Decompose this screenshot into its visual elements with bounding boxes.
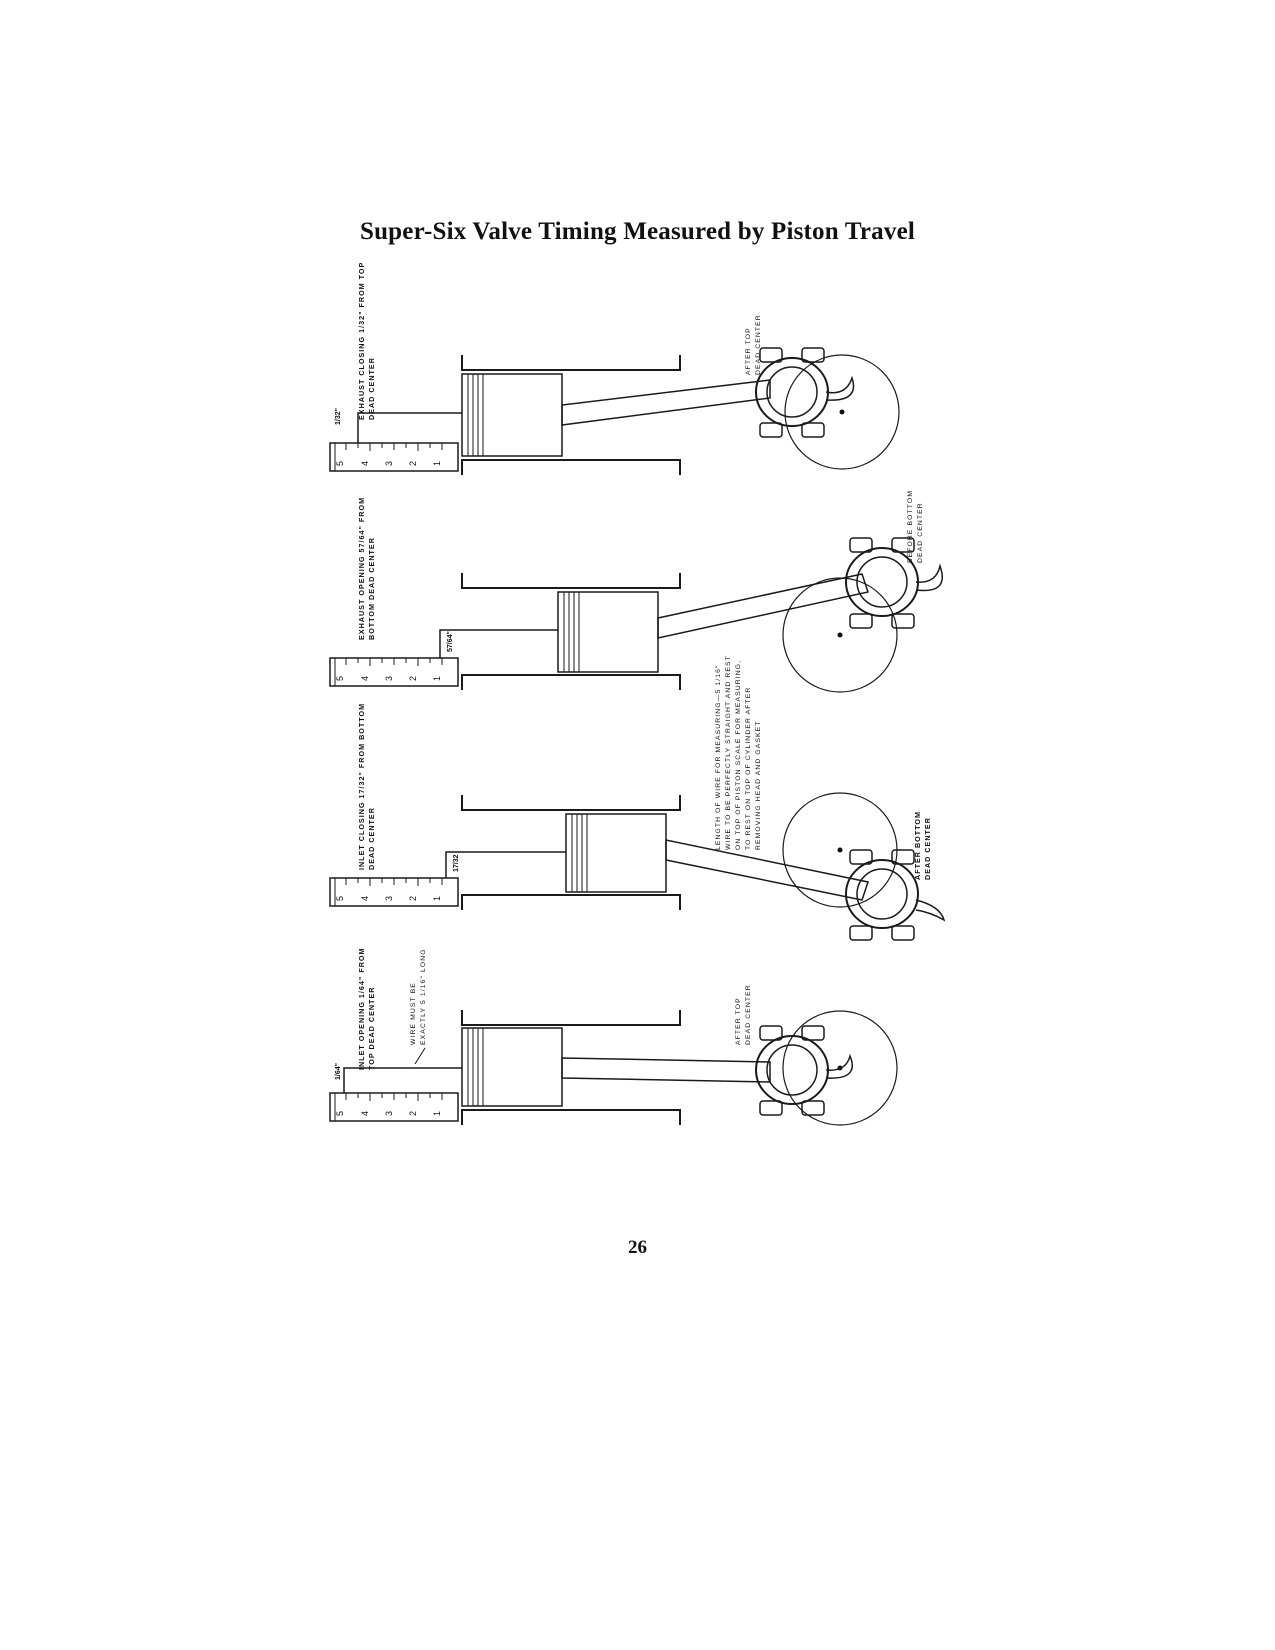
scale-num-3: 3 bbox=[384, 1111, 394, 1116]
gauge-fraction: 1/64" bbox=[335, 1063, 342, 1080]
scale-num-4: 4 bbox=[360, 676, 370, 681]
crank-position-label: BEFORE BOTTOM bbox=[907, 490, 914, 563]
scale-num-2: 2 bbox=[408, 896, 418, 901]
piston-scale: 5 4 3 2 1 bbox=[329, 657, 459, 687]
scale-num-2: 2 bbox=[408, 461, 418, 466]
measuring-wire bbox=[343, 1067, 462, 1093]
measuring-wire bbox=[357, 412, 462, 443]
timing-caption-line2: BOTTOM DEAD CENTER bbox=[367, 537, 376, 640]
scale-num-1: 1 bbox=[432, 896, 442, 901]
diagram-exhaust-opening: 5 4 3 2 1 57/64" bbox=[329, 490, 943, 693]
scale-num-5: 5 bbox=[335, 896, 345, 901]
piston-scale: 5 4 3 2 1 bbox=[329, 877, 459, 907]
cylinder bbox=[461, 795, 681, 910]
piston bbox=[461, 373, 563, 457]
diagram-inlet-closing: 5 4 3 2 1 17/32 bbox=[329, 703, 946, 941]
wire-must-line2: EXACTLY 5 1/16" LONG bbox=[420, 948, 427, 1045]
piston bbox=[557, 591, 659, 673]
crank-position-label-line2: DEAD CENTER bbox=[745, 984, 752, 1045]
wire-note-line4: TO REST ON TOP OF CYLINDER AFTER bbox=[745, 687, 752, 850]
scale-num-1: 1 bbox=[432, 676, 442, 681]
crank-circle bbox=[784, 354, 900, 470]
page-number: 26 bbox=[628, 1237, 647, 1258]
timing-caption-line2: TOP DEAD CENTER bbox=[367, 987, 376, 1070]
scale-num-5: 5 bbox=[335, 1111, 345, 1116]
scale-num-1: 1 bbox=[432, 461, 442, 466]
crank-position-label: AFTER BOTTOM bbox=[913, 811, 922, 880]
scale-num-3: 3 bbox=[384, 461, 394, 466]
wire-note-line2: WIRE TO BE PERFECTLY STRAIGHT AND REST bbox=[725, 655, 732, 850]
crank-position-label-line2: DEAD CENTER bbox=[755, 314, 762, 375]
gauge-fraction: 1/32" bbox=[335, 408, 342, 425]
crank-center bbox=[837, 632, 843, 638]
crank-position-label-line2: DEAD CENTER bbox=[917, 502, 924, 563]
rod-big-end bbox=[845, 537, 943, 629]
timing-caption-line2: DEAD CENTER bbox=[367, 807, 376, 870]
scale-num-3: 3 bbox=[384, 896, 394, 901]
wire-must-line1: WIRE MUST BE bbox=[410, 982, 417, 1045]
measuring-wire bbox=[445, 851, 566, 878]
connecting-rod bbox=[561, 379, 771, 426]
scale-num-4: 4 bbox=[360, 1111, 370, 1116]
piston bbox=[461, 1027, 563, 1107]
crank-circle bbox=[782, 1010, 898, 1126]
scale-num-3: 3 bbox=[384, 676, 394, 681]
gauge-fraction: 17/32 bbox=[453, 854, 460, 872]
crank-center bbox=[837, 847, 843, 853]
cylinder bbox=[461, 573, 681, 690]
rod-big-end bbox=[755, 347, 855, 438]
scale-num-4: 4 bbox=[360, 896, 370, 901]
piston bbox=[565, 813, 667, 893]
timing-caption: INLET OPENING1/64" FROM bbox=[357, 948, 366, 1071]
crank-position-label: AFTER TOP bbox=[745, 327, 752, 375]
cylinder bbox=[461, 1010, 681, 1125]
wire-note-line5: REMOVING HEAD AND GASKET bbox=[755, 720, 762, 850]
crank-position-label: AFTER TOP bbox=[735, 997, 742, 1045]
scale-num-1: 1 bbox=[432, 1111, 442, 1116]
diagram-exhaust-closing: 5 4 3 2 1 1/32" bbox=[329, 262, 900, 475]
wire-note-line1: LENGTH OF WIRE FOR MEASURING—5 1/16" bbox=[715, 664, 722, 850]
crank-position-label-line2: DEAD CENTER bbox=[923, 817, 932, 880]
crank-center bbox=[839, 409, 845, 415]
scale-num-4: 4 bbox=[360, 461, 370, 466]
piston-scale: 5 4 3 2 1 bbox=[329, 1092, 459, 1122]
wire-note: LENGTH OF WIRE FOR MEASURING—5 1/16" WIR… bbox=[715, 655, 762, 850]
scale-num-5: 5 bbox=[335, 461, 345, 466]
wire-note-line3: ON TOP OF PISTON SCALE FOR MEASURING, bbox=[735, 660, 742, 850]
wire-leader-line bbox=[414, 1047, 426, 1065]
connecting-rod bbox=[657, 573, 869, 639]
connecting-rod bbox=[561, 1057, 771, 1083]
timing-caption: EXHAUST CLOSING1/32" FROM TOP bbox=[357, 262, 366, 420]
rod-big-end bbox=[755, 1025, 853, 1116]
measuring-wire bbox=[439, 629, 558, 658]
timing-caption: INLET CLOSING17/32" FROM BOTTOM bbox=[357, 703, 366, 870]
connecting-rod bbox=[665, 839, 869, 901]
scale-num-5: 5 bbox=[335, 676, 345, 681]
crank-circle bbox=[782, 577, 898, 693]
gauge-fraction: 57/64" bbox=[447, 631, 454, 652]
timing-caption: EXHAUST OPENING57/64" FROM bbox=[357, 497, 366, 640]
cylinder bbox=[461, 355, 681, 475]
page-title: Super-Six Valve Timing Measured by Pisto… bbox=[359, 218, 916, 245]
scale-num-2: 2 bbox=[408, 676, 418, 681]
rod-big-end bbox=[845, 849, 946, 941]
timing-caption-line2: DEAD CENTER bbox=[367, 357, 376, 420]
piston-scale: 5 4 3 2 1 bbox=[329, 442, 459, 472]
scale-num-2: 2 bbox=[408, 1111, 418, 1116]
diagram-inlet-opening: 5 4 3 2 1 1/64" bbox=[329, 948, 898, 1126]
